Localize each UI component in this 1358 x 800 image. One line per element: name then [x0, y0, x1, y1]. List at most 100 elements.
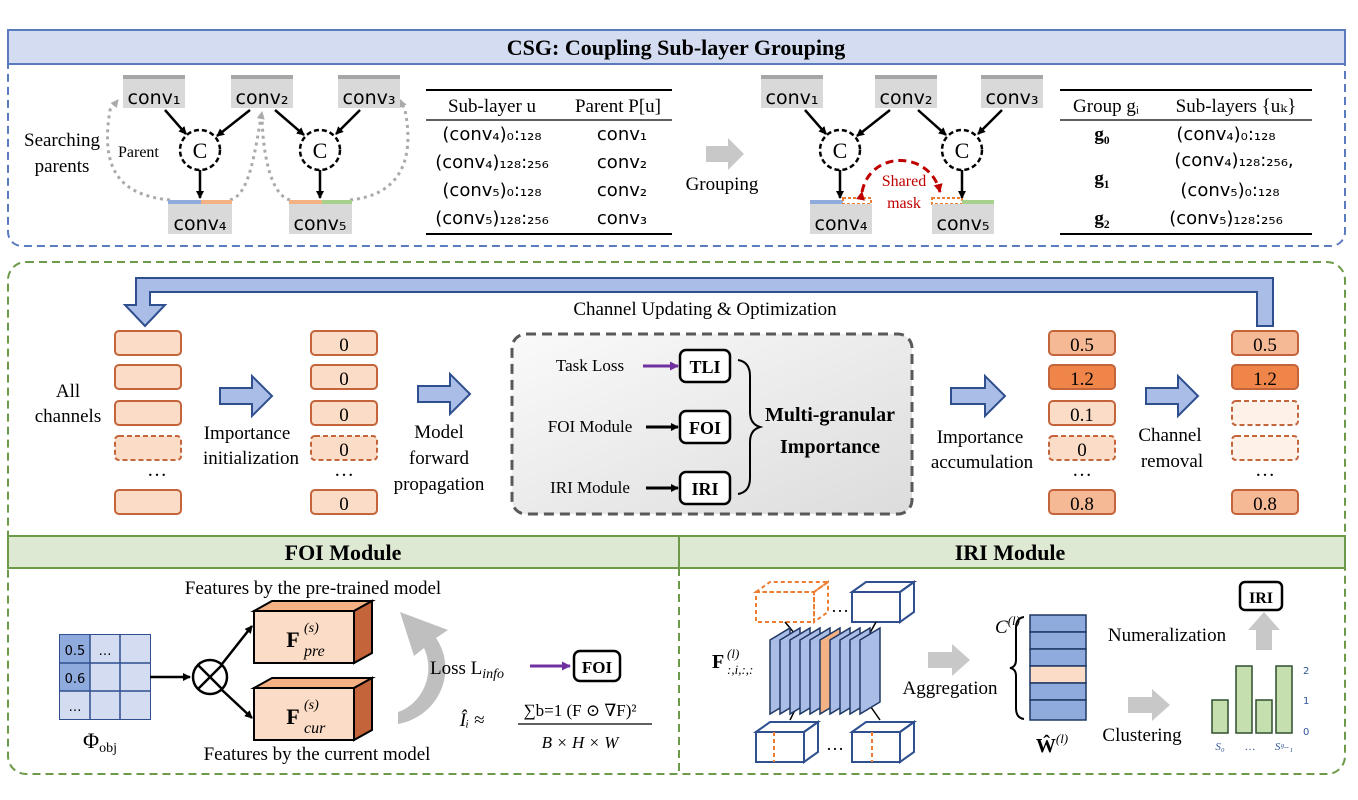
forward-label-1: Model — [414, 422, 464, 443]
current-label: Features by the current model — [204, 744, 431, 765]
zero-value: 0 — [339, 369, 349, 390]
search-path-3 — [260, 111, 291, 202]
multi-label-1: Multi-granular — [765, 404, 895, 426]
acc-value: 0.8 — [1070, 494, 1094, 515]
concat-label-2: C — [313, 138, 328, 163]
conv4-label: conv₄ — [815, 213, 868, 235]
zero-value: 0 — [339, 494, 349, 515]
parent-table: Sub-layer u Parent P[u] (conv₄)₀:₁₂₈ con… — [426, 89, 672, 235]
conv5-box — [289, 204, 352, 234]
task-loss-label: Task Loss — [556, 356, 624, 375]
acc-value: 0.5 — [1070, 335, 1094, 356]
conv5-label: conv₅ — [294, 213, 347, 235]
conv2-label: conv₂ — [880, 87, 933, 109]
iri-feature-sub: :,i,:,: — [727, 662, 753, 677]
final-value: 0.8 — [1253, 494, 1277, 515]
forward-label-2: forward — [409, 448, 470, 469]
pretrained-label: Features by the pre-trained model — [185, 578, 441, 599]
shared-mask-arrow — [856, 159, 943, 201]
f-pre-sub: pre — [303, 643, 325, 660]
conv2-box — [231, 78, 293, 108]
numeralization-label: Numeralization — [1108, 625, 1227, 646]
parent-row-parent: conv₃ — [597, 208, 647, 229]
parent-table-col1: Sub-layer u — [448, 96, 537, 117]
green-border — [7, 261, 1346, 775]
tick-label: 1 — [1303, 696, 1309, 707]
multi-label-2: Importance — [780, 436, 880, 458]
acc-value: 0 — [1077, 440, 1087, 461]
grid-value: 0.5 — [65, 644, 86, 659]
channel-column-1: … — [114, 330, 182, 515]
grid-value: 0.6 — [65, 672, 86, 687]
formula-num: ∑b=1 (F ⊙ ∇F)² — [524, 701, 637, 720]
conv4-box — [168, 204, 232, 234]
w-label: Ŵ(l) — [1036, 731, 1068, 757]
loop-arrow — [122, 277, 1274, 328]
removal-label-1: Channel — [1138, 425, 1201, 446]
conv3-label: conv₃ — [343, 87, 396, 109]
group-table-col1: Group gᵢ — [1073, 96, 1139, 117]
conv2-label: conv₂ — [236, 87, 289, 109]
loop-label: Channel Updating & Optimization — [573, 299, 837, 320]
csg-left-graph: conv₁ conv₂ conv₃ C C conv₄ — [24, 75, 410, 235]
acc-label-1: Importance — [937, 427, 1024, 448]
foi-title: FOI Module — [285, 540, 402, 565]
zero-value: 0 — [339, 405, 349, 426]
searching-label: Searching — [24, 130, 100, 151]
foi-section: FOI Module Features by the pre-trained m… — [7, 535, 680, 774]
channels-label: channels — [35, 406, 101, 427]
f-cur-sub: cur — [304, 720, 326, 737]
concat-label: C — [955, 138, 970, 163]
cluster-bar-chart: 2 1 0 S₀ … Sᵍ₋₁ — [1211, 665, 1309, 753]
loss-curve-arrow — [398, 612, 448, 724]
group-table-col2: Sub-layers {uₖ} — [1176, 96, 1297, 117]
iri-feature-slabs — [769, 626, 881, 716]
parent-row-sub: (conv₅)₀:₁₂₈ — [442, 180, 541, 201]
group-sub: (conv₄)₁₂₈:₂₅₆, — [1174, 150, 1293, 171]
channel-column-3: 0.5 1.2 0.1 0 … 0.8 — [1048, 330, 1116, 515]
csg-right-graph: conv₁ conv₂ conv₃ C C conv₄ conv₅ — [761, 75, 1043, 235]
w-vector — [1029, 614, 1087, 721]
csg-section: CSG: Coupling Sub-layer Grouping conv₁ c… — [7, 29, 1346, 247]
loss-label: Loss Linfo — [430, 658, 504, 682]
ellipsis: … — [334, 459, 354, 481]
search-path-2 — [229, 111, 265, 202]
final-value: 0.5 — [1253, 335, 1277, 356]
formula-den: B × H × W — [542, 733, 621, 752]
middle-section: Channel Updating & Optimization … All ch… — [7, 261, 1346, 775]
conv1-label: conv₁ — [128, 87, 181, 109]
f-pre-cube: F (s) pre — [250, 599, 376, 665]
bar-xlabel: Sᵍ₋₁ — [1275, 741, 1293, 753]
final-value: 1.2 — [1253, 369, 1277, 390]
grid-value: … — [99, 644, 112, 659]
parent-row-parent: conv₂ — [597, 180, 647, 201]
iri-output-box: IRI — [1249, 590, 1273, 607]
conv1-label: conv₁ — [766, 87, 819, 109]
removal-label-2: removal — [1141, 451, 1203, 472]
imp-init-label-2: initialization — [203, 448, 300, 469]
group-sub: (conv₅)₀:₁₂₈ — [1180, 180, 1279, 201]
shared-label: Shared — [882, 173, 926, 190]
parent-row-sub: (conv₅)₁₂₈:₂₅₆ — [435, 208, 549, 229]
grouping-label: Grouping — [686, 174, 759, 195]
formula-lhs: Îᵢ ≈ — [459, 709, 485, 731]
search-path-4 — [349, 99, 410, 202]
ellipsis: … — [1072, 459, 1092, 481]
iri-feature-sup: (l) — [727, 646, 739, 661]
aggregation-label: Aggregation — [903, 678, 998, 699]
bar-xlabel: S₀ — [1215, 741, 1225, 753]
ellipsis: … — [826, 734, 844, 754]
foi-box: FOI — [689, 418, 721, 438]
f-cur-cube: F (s) cur — [250, 676, 376, 742]
ellipsis: … — [831, 596, 849, 616]
conv4-label: conv₄ — [174, 213, 227, 235]
concat-label-1: C — [193, 138, 208, 163]
zero-value: 0 — [339, 335, 349, 356]
f-cur-label: F — [286, 704, 299, 729]
group-sub: (conv₄)₀:₁₂₈ — [1176, 124, 1275, 145]
group-sub: (conv₅)₁₂₈:₂₅₆ — [1169, 208, 1283, 229]
parent-row-parent: conv₂ — [597, 152, 647, 173]
search-path-1 — [106, 99, 171, 202]
ellipsis: … — [1255, 459, 1275, 481]
channel-column-2: 0 0 0 0 … 0 — [310, 330, 378, 515]
